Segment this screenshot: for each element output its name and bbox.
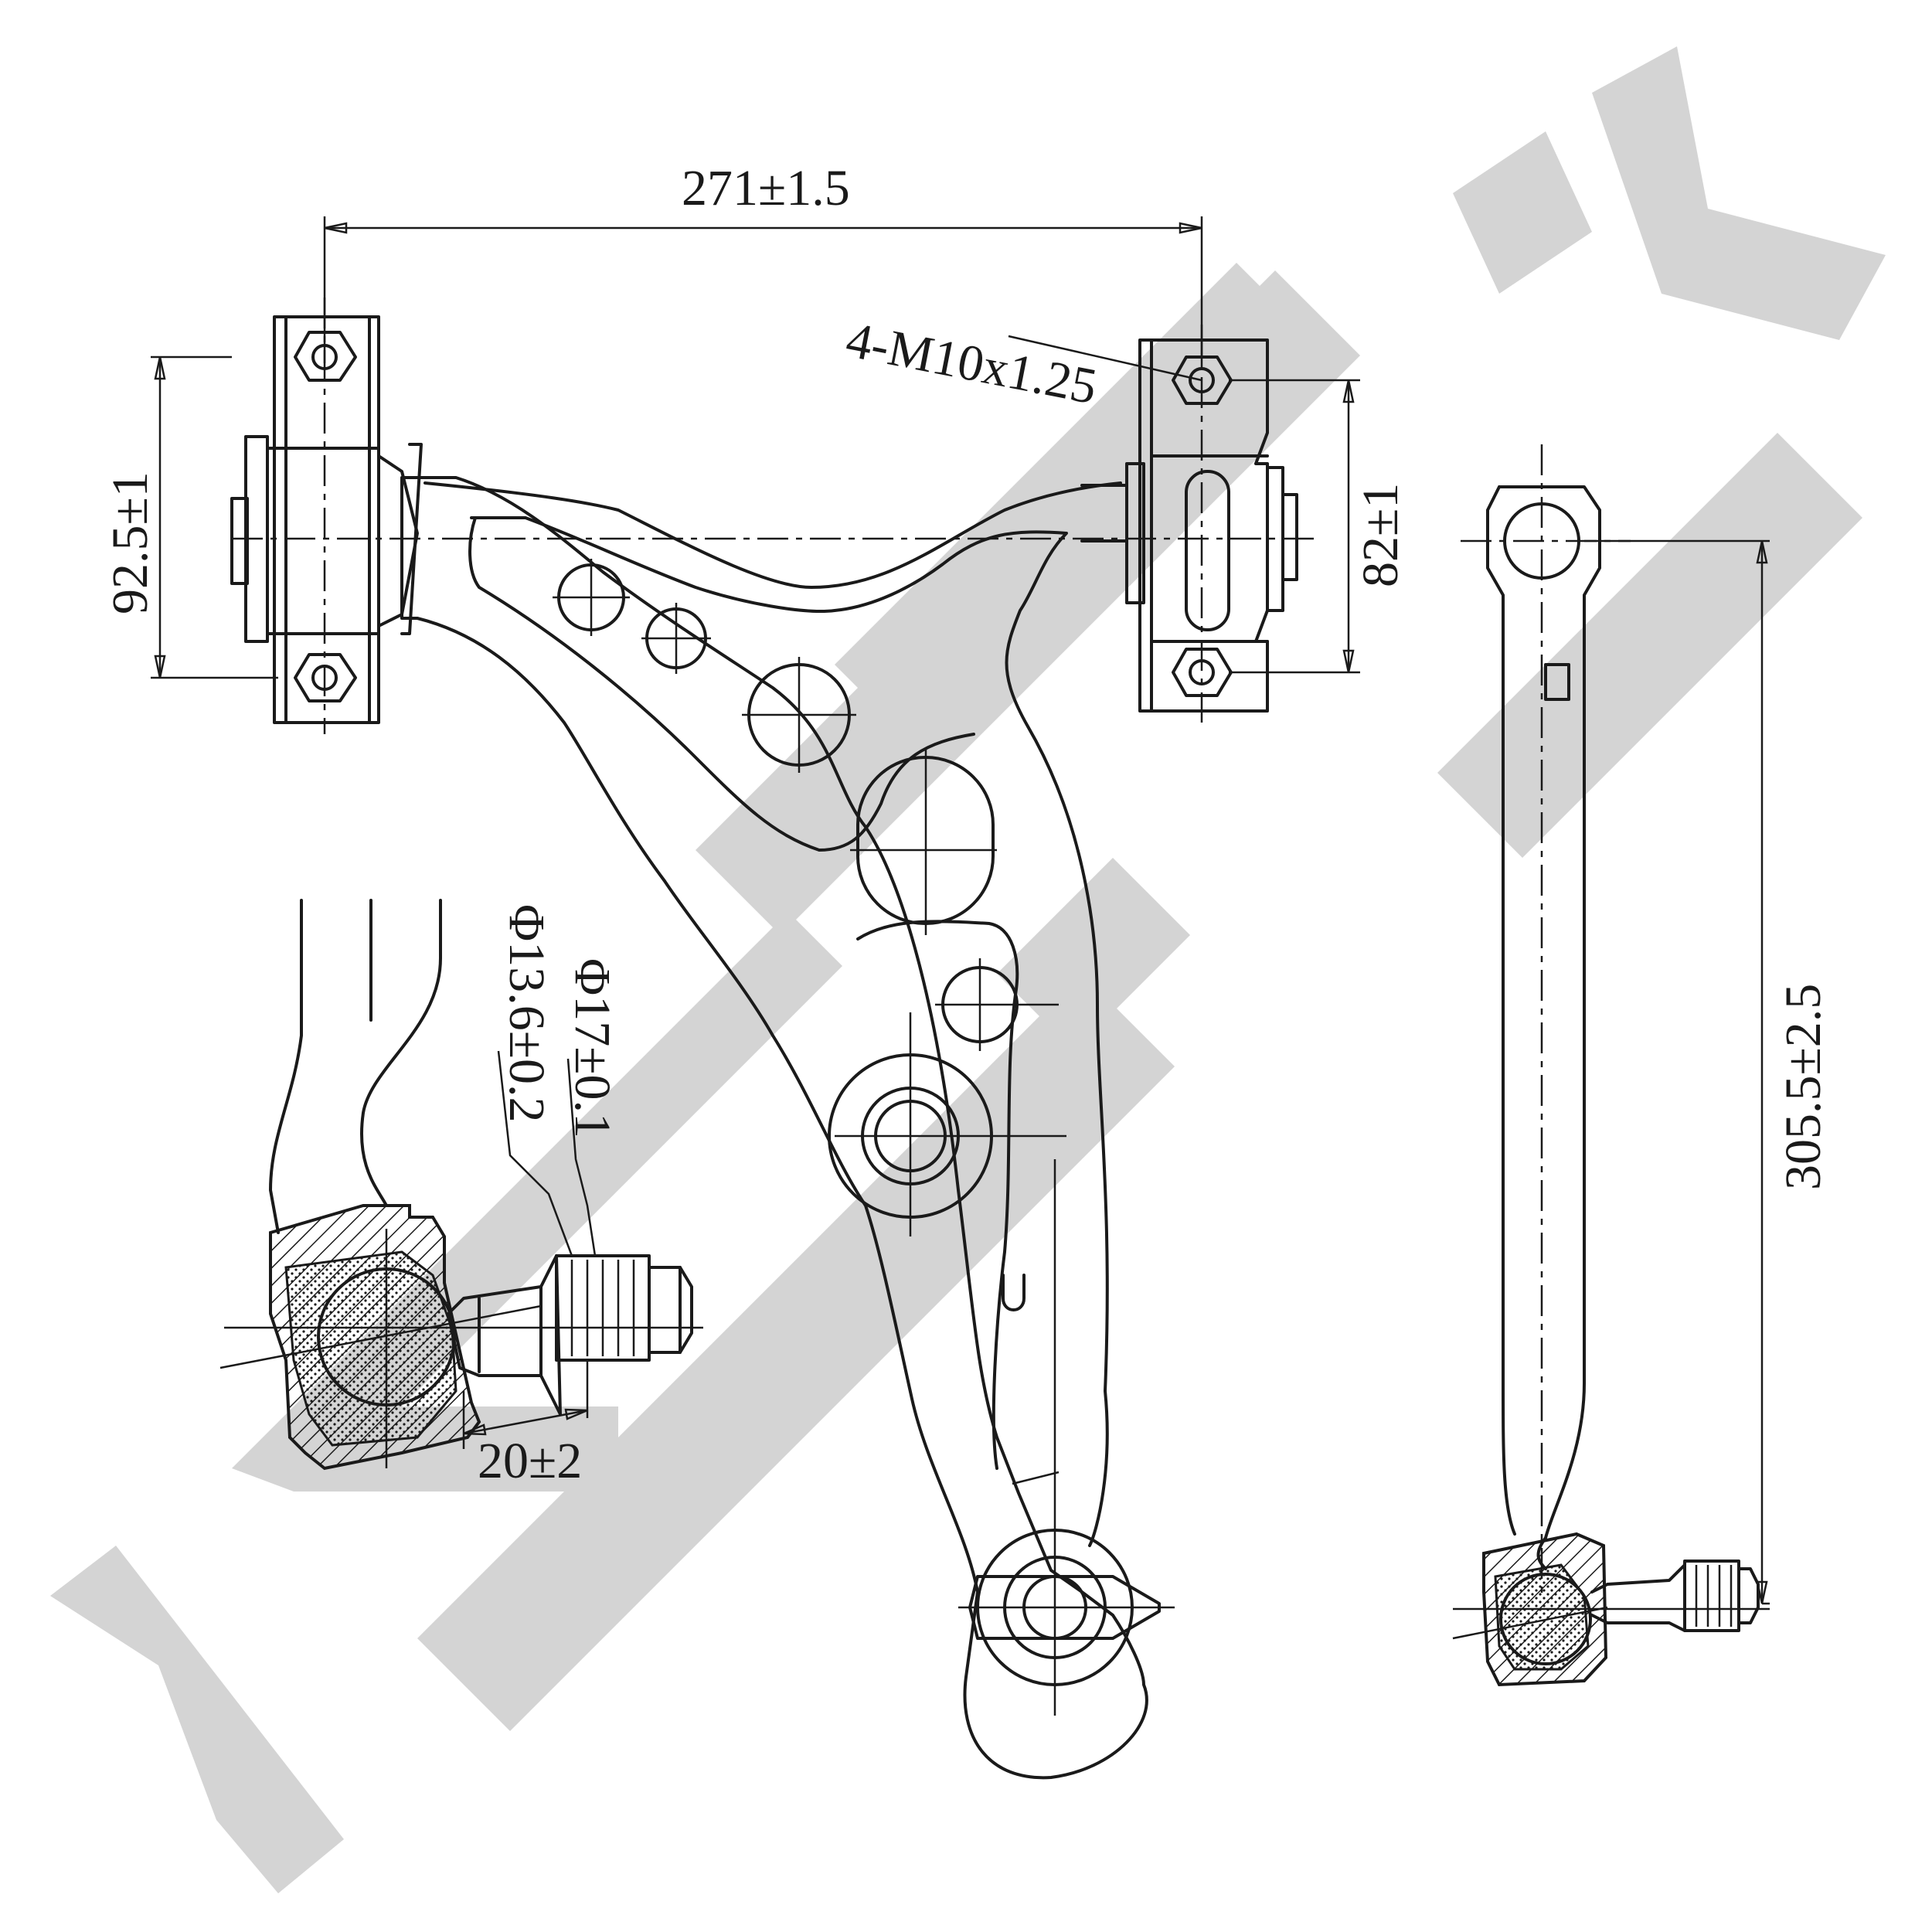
dim-stud-length-label: 20±2 (478, 1433, 582, 1489)
dim-pivot-spacing-label: 271±1.5 (682, 160, 850, 216)
rear-bushing-view (1080, 325, 1298, 723)
watermark-chevron (50, 1546, 344, 1893)
watermark-letter-3 (696, 270, 1360, 935)
front-bushing-sleeve (230, 497, 249, 585)
rear-boss-crosshair (835, 1012, 1066, 1236)
side-centerlines (1452, 1606, 1770, 1640)
front-bushing-body (266, 447, 380, 635)
forging-mark (1012, 1471, 1060, 1485)
front-bushing-view (230, 298, 423, 734)
rear-bushing-nut-bottom (1172, 648, 1233, 697)
dim-thread-leader (1008, 335, 1202, 382)
side-stud-tip (1737, 1567, 1760, 1624)
detail-stud-taper (478, 1285, 543, 1377)
control-arm-main-view (400, 476, 1175, 1780)
dim-overall-length-arrows (1756, 540, 1768, 1604)
ball-joint-detail-view (219, 899, 703, 1471)
dim-stud-length-arrows (463, 1408, 588, 1436)
detail-stud-tip-chamfer (679, 1266, 693, 1354)
dim-rear-height-line (1229, 379, 1360, 674)
rear-bushing-flange (1125, 462, 1145, 604)
front-bushing-nut-top (294, 331, 357, 382)
side-arm-outline (1486, 485, 1601, 1570)
side-tab (1544, 663, 1570, 701)
detail-stud-neck (447, 1254, 562, 1416)
dim-stud-major-diameter-label: Φ17±0.1 (564, 958, 621, 1138)
dim-thread-callout-label: 4-M10x1.25 (842, 311, 1101, 415)
detail-arm-left-edge (269, 899, 303, 1234)
watermark-letter-6 (1592, 46, 1886, 340)
detail-arm-right-edge (360, 899, 442, 1207)
side-stud-thread (1683, 1560, 1740, 1632)
watermark-letter-8 (997, 858, 1190, 1051)
dimension-lines (151, 216, 1770, 1605)
side-bearing-liner (1494, 1563, 1590, 1671)
front-bushing-washer (377, 454, 419, 628)
arm-to-rear-bushing-neck (1080, 484, 1128, 543)
rear-bushing-body (1150, 454, 1269, 643)
side-ball (1499, 1573, 1592, 1665)
dim-stud-minor-diameter-label: Φ13.6±0.2 (498, 904, 555, 1122)
ball-joint-hex (968, 1575, 1161, 1640)
watermark-letter-4 (835, 263, 1298, 726)
dim-pivot-spacing-line (323, 216, 1203, 363)
front-bushing-bracket (273, 315, 380, 724)
dim-overall-length-label: 305.5±2.5 (1775, 984, 1832, 1190)
rear-bushing-end (1281, 493, 1298, 581)
dim-rear-height-arrows (1342, 379, 1355, 673)
arm-inner-web (468, 516, 975, 852)
dim-overall-length-line (1584, 539, 1770, 1605)
detail-stud-thread-lines (570, 1260, 635, 1356)
front-bushing-bracket-inner (284, 315, 371, 724)
side-stud-thread-lines (1695, 1565, 1733, 1627)
detail-bearing-liner (284, 1250, 457, 1447)
part-stamp-u (1002, 1274, 1026, 1311)
detail-stud-tip (648, 1266, 682, 1354)
ball-joint-crosshair (958, 1159, 1175, 1716)
watermark-letter-5 (1437, 433, 1862, 858)
arm-pocket-outline (470, 516, 1109, 1547)
dim-pivot-spacing-arrows (324, 222, 1202, 234)
arm-top-edge (423, 481, 1122, 589)
arm-outer-outline (400, 476, 1148, 1780)
arm-hole-crosshairs (553, 559, 1059, 1051)
detail-centerlines (219, 1229, 703, 1468)
rear-bushing-nut-top (1172, 355, 1233, 405)
dim-front-height-label: 92.5±1 (102, 471, 158, 614)
dim-front-height-arrows (154, 356, 166, 679)
watermark-letter-7 (1453, 131, 1592, 294)
dim-front-height-line (151, 355, 278, 679)
front-bushing-nut-bottom (294, 653, 357, 702)
rear-bushing-slot (1185, 470, 1230, 631)
dim-stud-leaders (497, 1050, 597, 1257)
dim-rear-height-label: 82±1 (1352, 483, 1409, 587)
side-view (1452, 444, 1770, 1687)
